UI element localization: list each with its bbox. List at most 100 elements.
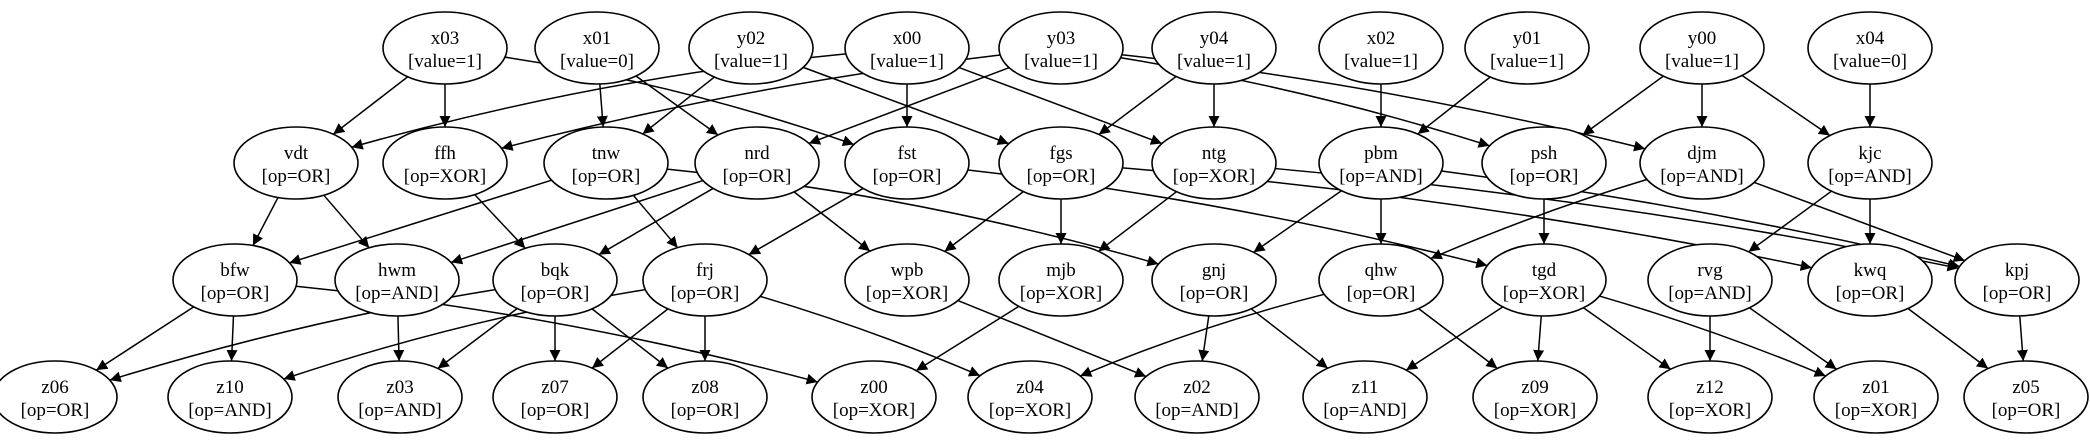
node-y01: y01[value=1]: [1464, 11, 1590, 85]
node-shape: [1472, 360, 1598, 434]
node-shape: [1639, 126, 1765, 200]
node-label: tgd: [1532, 260, 1557, 281]
edge-nrd-bqk: [598, 187, 714, 256]
node-y02: y02[value=1]: [688, 11, 814, 85]
edge-x01-nrd: [635, 75, 719, 136]
node-shape: [1318, 11, 1444, 85]
node-label: y04: [1200, 28, 1229, 49]
node-shape: [844, 126, 970, 200]
node-rvg: rvg[op=AND]: [1647, 243, 1773, 317]
node-label: z09: [1521, 377, 1548, 398]
node-label: z04: [1016, 377, 1044, 398]
edge-fgs-wpb: [944, 191, 1024, 252]
node-shape: [334, 243, 460, 317]
node-shape: [167, 360, 293, 434]
node-z06: z06[op=OR]: [0, 360, 118, 434]
node-sublabel: [op=XOR]: [1835, 400, 1918, 421]
node-z03: z03[op=AND]: [337, 360, 463, 434]
node-label: y02: [737, 28, 766, 49]
node-y00: y00[value=1]: [1639, 11, 1765, 85]
node-sublabel: [value=0]: [560, 51, 634, 72]
edge-y00-kjc: [1741, 74, 1831, 137]
node-shape: [688, 11, 814, 85]
node-sublabel: [op=OR]: [572, 166, 641, 187]
node-shape: [1807, 126, 1933, 200]
node-shape: [642, 243, 768, 317]
node-sublabel: [op=XOR]: [1669, 400, 1752, 421]
node-sublabel: [op=OR]: [1510, 166, 1579, 187]
edge-tgd-z11: [1405, 306, 1504, 371]
node-sublabel: [op=OR]: [521, 283, 590, 304]
edge-y00-psh: [1582, 75, 1664, 136]
node-sublabel: [op=OR]: [1983, 283, 2052, 304]
edge-wpb-z02: [957, 299, 1147, 378]
node-y04: y04[value=1]: [1151, 11, 1277, 85]
node-label: ffh: [434, 143, 456, 164]
node-label: x01: [583, 28, 612, 49]
node-sublabel: [value=1]: [408, 51, 482, 72]
edge-ffh-bqk: [474, 194, 526, 249]
node-qhw: qhw[op=OR]: [1318, 243, 1444, 317]
edge-tnw-bfw: [289, 179, 552, 265]
node-label: tnw: [592, 143, 621, 164]
node-z08: z08[op=OR]: [642, 360, 768, 434]
node-label: z05: [2012, 377, 2039, 398]
edge-kpj-z05: [2016, 315, 2028, 362]
edge-x00-ntg: [958, 66, 1163, 145]
node-shape: [642, 360, 768, 434]
edge-pbm-gnj: [1253, 190, 1342, 253]
node-sublabel: [op=XOR]: [1503, 283, 1586, 304]
node-sublabel: [op=OR]: [671, 283, 740, 304]
node-label: pbm: [1364, 143, 1398, 164]
node-z02: z02[op=AND]: [1134, 360, 1260, 434]
node-sublabel: [op=AND]: [188, 400, 272, 421]
node-sublabel: [op=OR]: [1836, 283, 1905, 304]
edge-tgd-z09: [1533, 315, 1545, 362]
node-shape: [337, 360, 463, 434]
node-shape: [844, 11, 970, 85]
node-shape: [1647, 243, 1773, 317]
node-z01: z01[op=XOR]: [1813, 360, 1939, 434]
node-shape: [1134, 360, 1260, 434]
node-label: ntg: [1202, 143, 1227, 164]
node-sublabel: [value=1]: [1177, 51, 1251, 72]
node-sublabel: [value=1]: [1024, 51, 1098, 72]
node-label: djm: [1687, 143, 1717, 164]
node-shape: [811, 360, 937, 434]
node-sublabel: [op=AND]: [1323, 400, 1407, 421]
node-sublabel: [op=XOR]: [989, 400, 1072, 421]
node-shape: [382, 11, 508, 85]
node-label: z02: [1183, 377, 1210, 398]
node-fgs: fgs[op=OR]: [998, 126, 1124, 200]
node-bfw: bfw[op=OR]: [172, 243, 298, 317]
edge-djm-kpj: [1753, 181, 1966, 262]
edge-x01-tnw: [596, 83, 608, 128]
node-shape: [844, 243, 970, 317]
node-sublabel: [op=OR]: [262, 166, 331, 187]
node-shape: [0, 360, 118, 434]
node-sublabel: [op=AND]: [1660, 166, 1744, 187]
edge-ntg-mjb: [1098, 191, 1177, 252]
edge-vdt-bfw: [252, 197, 279, 246]
node-sublabel: [op=OR]: [873, 166, 942, 187]
edge-frj-z04: [760, 295, 981, 377]
node-sublabel: [op=OR]: [1347, 283, 1416, 304]
node-sublabel: [op=AND]: [1828, 166, 1912, 187]
node-kwq: kwq[op=OR]: [1807, 243, 1933, 317]
node-label: vdt: [284, 143, 309, 164]
node-shape: [1151, 126, 1277, 200]
edge-fst-frj: [748, 187, 864, 256]
node-sublabel: [op=OR]: [671, 400, 740, 421]
node-shape: [1807, 11, 1933, 85]
node-sublabel: [op=OR]: [1027, 166, 1096, 187]
node-label: z08: [691, 377, 718, 398]
node-shape: [534, 11, 660, 85]
node-label: nrd: [744, 143, 770, 164]
node-label: fst: [898, 143, 918, 164]
node-sublabel: [op=AND]: [355, 283, 439, 304]
node-label: x04: [1856, 28, 1885, 49]
node-sublabel: [op=XOR]: [1494, 400, 1577, 421]
edge-y03-nrd: [808, 66, 1010, 145]
node-label: hwm: [378, 260, 416, 281]
nodes-layer: x03[value=1]x01[value=0]y02[value=1]x00[…: [0, 11, 2089, 434]
